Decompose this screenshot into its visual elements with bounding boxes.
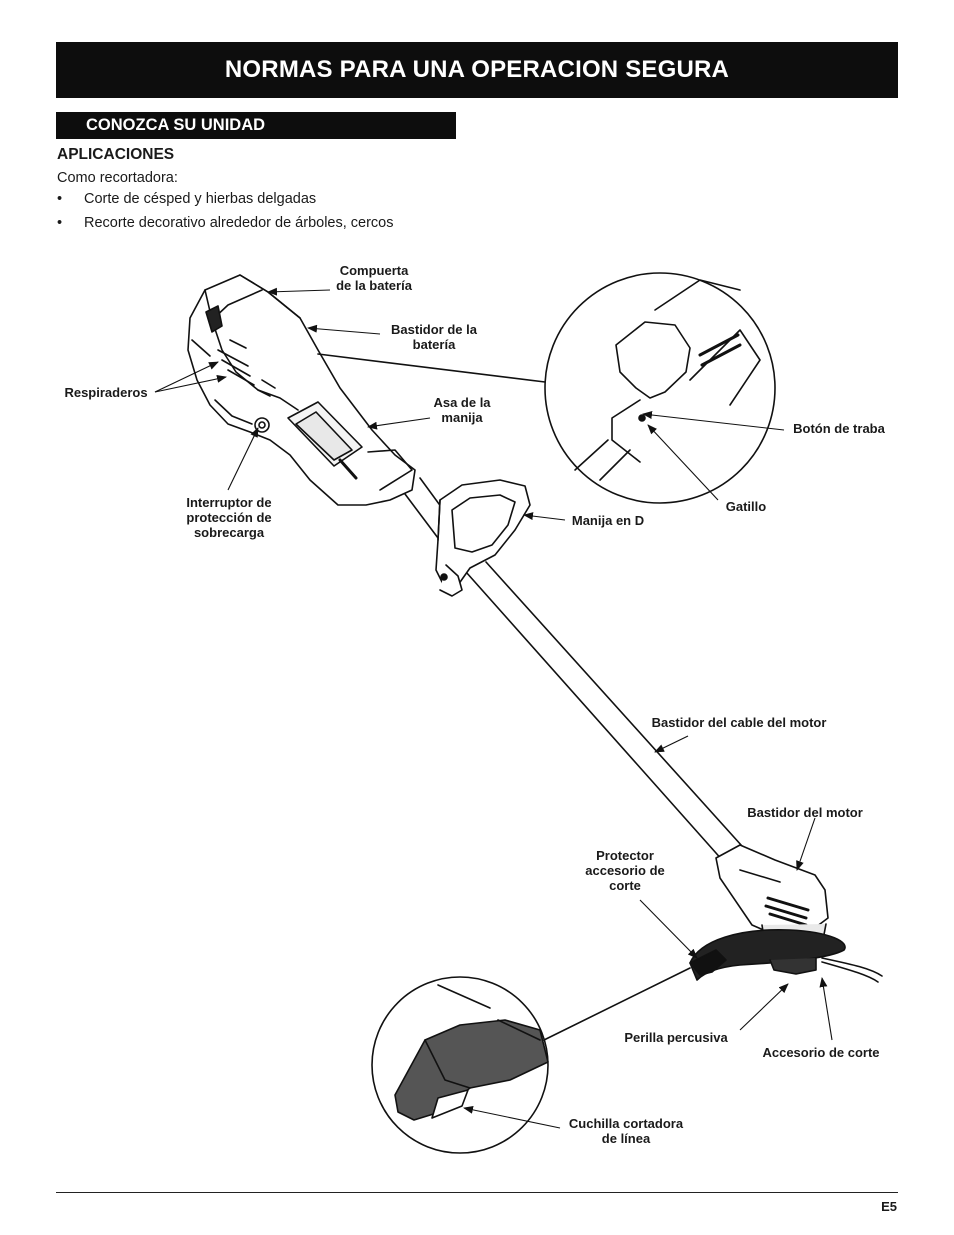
label-lock-button: Botón de traba	[793, 421, 885, 436]
label-bump-knob: Perilla percusiva	[624, 1030, 728, 1045]
applications-list: • Corte de césped y hierbas delgadas • Rec…	[57, 191, 394, 239]
label-motor-cable-housing: Bastidor del cable del motor	[651, 715, 827, 730]
battery-housing-illustration	[187, 274, 416, 506]
label-motor-housing: Bastidor del motor	[747, 805, 863, 820]
page-title: NORMAS PARA UNA OPERACION SEGURA	[56, 42, 898, 98]
d-handle-illustration	[435, 479, 531, 597]
zoom-circle-trigger	[317, 272, 776, 504]
label-vents: Respiraderos	[64, 385, 148, 400]
list-item-text: Corte de césped y hierbas delgadas	[84, 191, 317, 207]
zoom-circle-blade	[371, 967, 691, 1154]
section-title: CONOZCA SU UNIDAD	[56, 112, 456, 139]
label-trigger: Gatillo	[725, 499, 767, 514]
footer-divider	[56, 1192, 898, 1193]
bullet-icon: •	[57, 191, 63, 207]
label-d-handle: Manija en D	[571, 513, 645, 528]
bullet-icon: •	[57, 215, 63, 231]
applications-heading: APLICACIONES	[57, 146, 175, 163]
list-item: • Recorte decorativo alrededor de árboles…	[57, 215, 394, 239]
list-item-text: Recorte decorativo alrededor de árboles,…	[84, 215, 394, 231]
applications-intro: Como recortadora:	[57, 170, 178, 186]
trimmer-head-illustration	[689, 844, 883, 983]
list-item: • Corte de césped y hierbas delgadas	[57, 191, 394, 215]
page-number: E5	[881, 1199, 897, 1214]
label-cutting-attachment: Accesorio de corte	[762, 1045, 880, 1060]
